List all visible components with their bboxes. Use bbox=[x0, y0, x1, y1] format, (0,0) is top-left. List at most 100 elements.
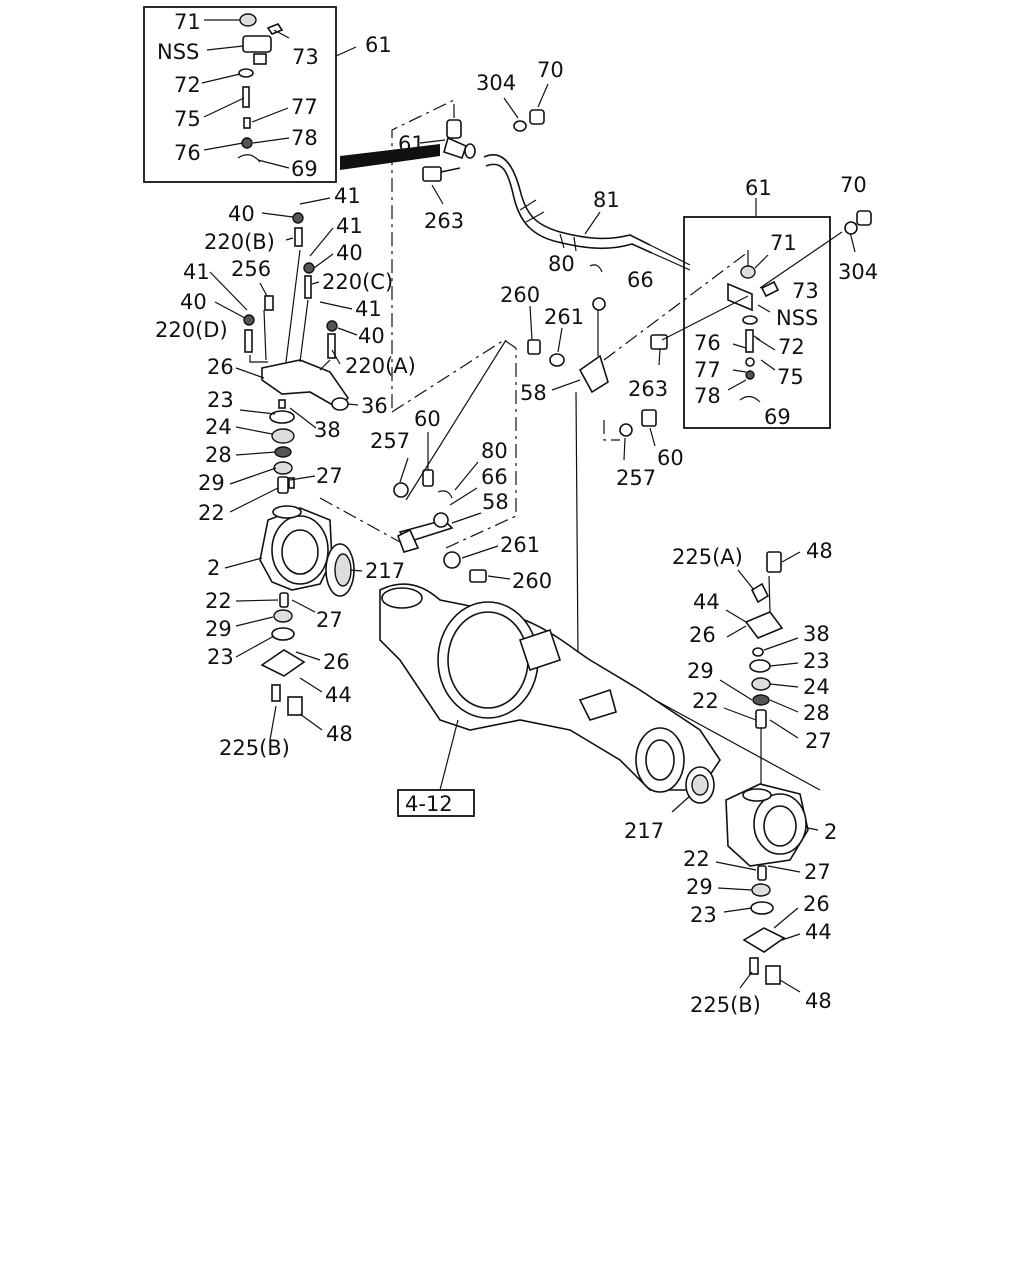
label-26: 26 bbox=[803, 892, 830, 916]
label-76: 76 bbox=[174, 141, 201, 165]
label-261: 261 bbox=[500, 533, 540, 557]
label-38: 38 bbox=[314, 418, 341, 442]
label-225b: 225(B) bbox=[690, 993, 761, 1017]
label-77: 77 bbox=[694, 358, 721, 382]
label-220d: 220(D) bbox=[155, 318, 228, 342]
label-220a: 220(A) bbox=[345, 354, 416, 378]
label-26: 26 bbox=[323, 650, 350, 674]
right-upper-link bbox=[527, 251, 821, 791]
label-23: 23 bbox=[803, 649, 830, 673]
label-217: 217 bbox=[624, 819, 664, 843]
label-81: 81 bbox=[593, 188, 620, 212]
label-225b: 225(B) bbox=[219, 736, 290, 760]
label-80: 80 bbox=[481, 439, 508, 463]
label-28: 28 bbox=[205, 443, 232, 467]
callout-labels: 71 NSS 73 61 72 75 77 76 78 69 304 70 61… bbox=[155, 10, 878, 1017]
label-263: 263 bbox=[628, 377, 668, 401]
label-61: 61 bbox=[398, 132, 425, 156]
label-41: 41 bbox=[355, 297, 382, 321]
label-48: 48 bbox=[806, 539, 833, 563]
label-27: 27 bbox=[804, 860, 831, 884]
label-29: 29 bbox=[686, 875, 713, 899]
label-75: 75 bbox=[777, 365, 804, 389]
label-73: 73 bbox=[792, 279, 819, 303]
label-257: 257 bbox=[370, 429, 410, 453]
label-29: 29 bbox=[687, 659, 714, 683]
label-225a: 225(A) bbox=[672, 545, 743, 569]
label-217: 217 bbox=[365, 559, 405, 583]
label-66: 66 bbox=[481, 465, 508, 489]
label-260: 260 bbox=[512, 569, 552, 593]
label-58: 58 bbox=[520, 381, 547, 405]
label-61: 61 bbox=[365, 33, 392, 57]
label-69: 69 bbox=[764, 405, 791, 429]
label-22: 22 bbox=[683, 847, 710, 871]
label-24: 24 bbox=[803, 675, 830, 699]
label-304: 304 bbox=[476, 71, 516, 95]
label-24: 24 bbox=[205, 415, 232, 439]
label-78: 78 bbox=[694, 384, 721, 408]
label-70: 70 bbox=[537, 58, 564, 82]
ref-box-4-12 bbox=[397, 789, 475, 817]
label-66: 66 bbox=[627, 268, 654, 292]
label-257: 257 bbox=[616, 466, 656, 490]
label-260: 260 bbox=[500, 283, 540, 307]
label-36: 36 bbox=[361, 394, 388, 418]
label-22: 22 bbox=[692, 689, 719, 713]
label-77: 77 bbox=[291, 95, 318, 119]
label-29: 29 bbox=[205, 617, 232, 641]
label-71: 71 bbox=[770, 231, 797, 255]
label-40: 40 bbox=[336, 241, 363, 265]
inset-breather-left bbox=[143, 6, 440, 183]
label-304: 304 bbox=[838, 260, 878, 284]
label-256: 256 bbox=[231, 257, 271, 281]
label-71: 71 bbox=[174, 10, 201, 34]
label-48: 48 bbox=[805, 989, 832, 1013]
label-22: 22 bbox=[198, 501, 225, 525]
label-80: 80 bbox=[548, 252, 575, 276]
label-28: 28 bbox=[803, 701, 830, 725]
label-60: 60 bbox=[657, 446, 684, 470]
label-40: 40 bbox=[358, 324, 385, 348]
label-44: 44 bbox=[325, 683, 352, 707]
right-knuckle-assembly bbox=[715, 551, 819, 993]
left-knuckle-assembly bbox=[224, 399, 401, 741]
label-41: 41 bbox=[336, 214, 363, 238]
label-41: 41 bbox=[334, 184, 361, 208]
label-nss: NSS bbox=[157, 40, 199, 64]
inset-breather-right bbox=[650, 198, 872, 429]
label-23: 23 bbox=[690, 903, 717, 927]
label-261: 261 bbox=[544, 305, 584, 329]
label-44: 44 bbox=[805, 920, 832, 944]
tie-rod-link bbox=[391, 339, 517, 583]
label-23: 23 bbox=[207, 645, 234, 669]
label-40: 40 bbox=[228, 202, 255, 226]
label-72: 72 bbox=[174, 73, 201, 97]
label-58: 58 bbox=[482, 490, 509, 514]
label-29: 29 bbox=[198, 471, 225, 495]
label-73: 73 bbox=[292, 45, 319, 69]
label-48: 48 bbox=[326, 722, 353, 746]
label-72: 72 bbox=[778, 335, 805, 359]
label-40: 40 bbox=[180, 290, 207, 314]
label-69: 69 bbox=[291, 157, 318, 181]
label-38: 38 bbox=[803, 622, 830, 646]
label-23: 23 bbox=[207, 388, 234, 412]
label-75: 75 bbox=[174, 107, 201, 131]
label-4-12: 4-12 bbox=[405, 792, 453, 816]
left-upper-steering-arm bbox=[209, 197, 359, 429]
label-27: 27 bbox=[805, 729, 832, 753]
label-220b: 220(B) bbox=[204, 230, 275, 254]
label-2: 2 bbox=[207, 556, 220, 580]
label-220c: 220(C) bbox=[322, 270, 393, 294]
label-76: 76 bbox=[694, 331, 721, 355]
label-27: 27 bbox=[316, 464, 343, 488]
label-61: 61 bbox=[745, 176, 772, 200]
label-78: 78 bbox=[291, 126, 318, 150]
breather-pipe-assembly bbox=[391, 83, 691, 412]
label-nss: NSS bbox=[776, 306, 818, 330]
label-2: 2 bbox=[824, 820, 837, 844]
label-44: 44 bbox=[693, 590, 720, 614]
label-26: 26 bbox=[689, 623, 716, 647]
